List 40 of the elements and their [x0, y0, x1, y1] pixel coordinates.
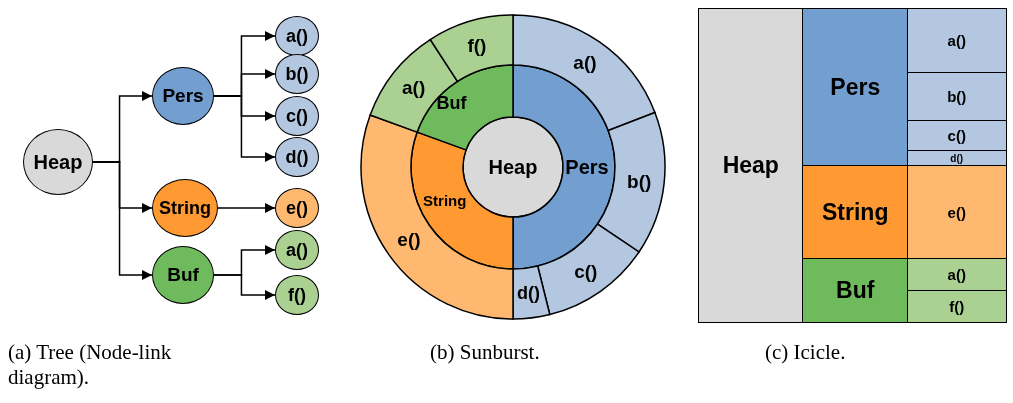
icicle-cell: e()	[907, 165, 1007, 260]
icicle-cell: String	[802, 165, 909, 260]
icicle-cell: Buf	[802, 258, 909, 323]
arrow	[92, 161, 153, 281]
segment-label: e()	[397, 229, 421, 251]
icicle-cell: b()	[907, 72, 1007, 122]
segment-label: Buf	[436, 92, 467, 113]
segment-label: String	[423, 192, 467, 210]
tree-node-circle: Buf	[152, 246, 214, 304]
segment-label: d()	[517, 283, 540, 304]
icicle-cell: Pers	[802, 8, 909, 167]
tree-node-circle: Heap	[23, 129, 93, 195]
tree-node-circle: e()	[275, 188, 319, 228]
caption: (b) Sunburst.	[430, 340, 541, 365]
tree-node-circle: d()	[275, 137, 319, 177]
tree-node-circle: c()	[275, 96, 319, 136]
tree-node-circle: String	[152, 179, 218, 237]
tree-node-circle: a()	[275, 230, 319, 270]
segment-label: Heap	[488, 156, 538, 178]
arrow	[217, 202, 276, 214]
icicle-cell: a()	[907, 8, 1007, 74]
tree-node-circle: f()	[275, 275, 319, 315]
segment-label: c()	[574, 260, 598, 282]
icicle-cell: f()	[907, 290, 1007, 323]
caption: (a) Tree (Node-link diagram).	[8, 340, 173, 390]
icicle-cell: d()	[907, 150, 1007, 167]
segment-label: b()	[627, 170, 652, 192]
tree-node-circle: b()	[275, 54, 319, 94]
caption: (c) Icicle.	[765, 340, 847, 365]
arrow	[213, 274, 276, 301]
segment-label: f()	[467, 34, 487, 56]
segment-label: Pers	[565, 156, 609, 178]
tree-node-circle: Pers	[152, 67, 214, 125]
icicle-cell: c()	[907, 120, 1007, 152]
segment-label: a()	[573, 51, 597, 73]
icicle-cell: a()	[907, 258, 1007, 292]
icicle-cell: Heap	[698, 8, 804, 323]
segment-label: a()	[402, 77, 426, 99]
arrow	[213, 95, 276, 163]
tree-node-circle: a()	[275, 16, 319, 56]
